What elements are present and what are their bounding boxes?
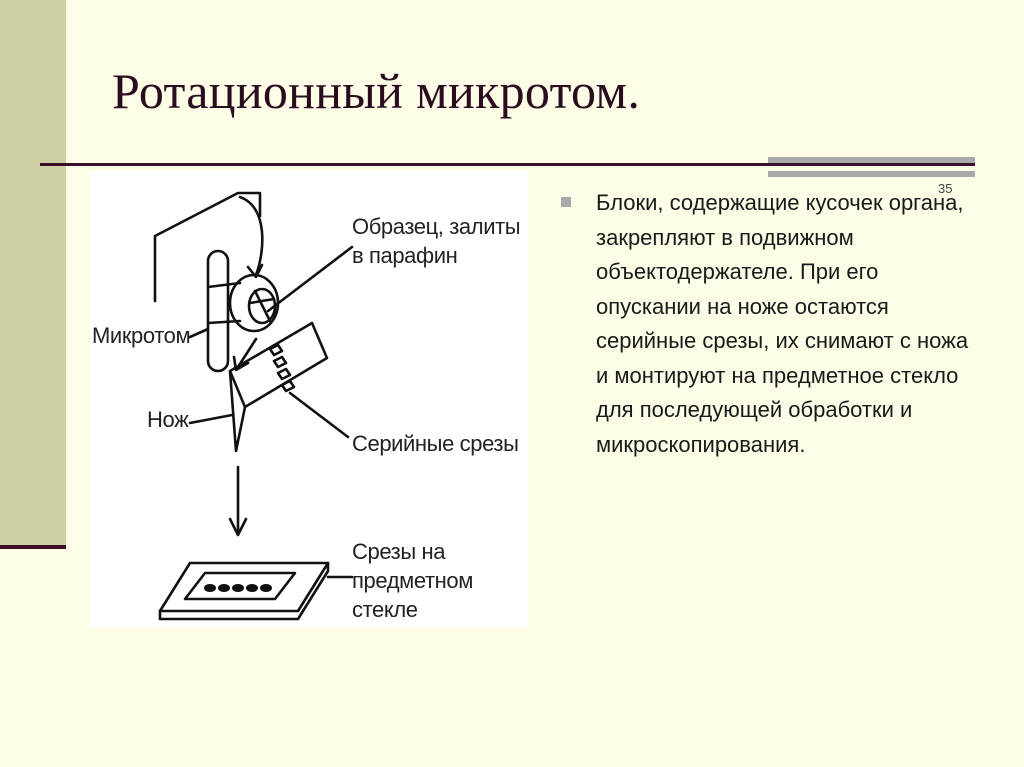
label-microtome: Микротом [92,323,191,348]
slide-number: 35 [938,181,953,196]
holder-arm [206,281,242,325]
down-arrow-left [236,337,258,369]
holder-slot [206,249,230,373]
side-band [0,0,66,547]
title-divider [40,163,975,166]
label-sample-line2: в парафин [352,243,458,268]
side-band-underline [0,545,66,549]
bullet-text: Блоки, содержащие кусочек органа, закреп… [596,190,969,457]
microtome-diagram [153,191,354,621]
serial-pointer [288,391,350,439]
microtome-figure: Образец, залиты в парафин Микротом Нож С… [90,171,528,627]
label-knife: Нож [147,407,189,432]
slide-title: Ротационный микротом. [112,63,641,119]
serial-sections-marks [268,343,296,393]
decor-bar-bottom [768,171,975,177]
curved-arrow-head [246,263,264,279]
label-slide-line2: предметном [352,568,473,593]
microtome-body [153,191,262,303]
label-serial-sections: Серийные срезы [352,431,519,456]
sample-pointer [266,245,354,313]
label-sample-line1: Образец, залиты [352,214,521,239]
decor-bar-top [768,157,975,163]
glass-slide [158,561,330,613]
knife-pointer [188,413,234,425]
microtome-pointer [188,327,210,339]
curved-arrow [238,195,264,277]
label-slide-line3: стекле [352,597,418,622]
bullet-marker [561,197,571,207]
knife [228,321,329,409]
label-slide-line1: Срезы на [352,539,446,564]
